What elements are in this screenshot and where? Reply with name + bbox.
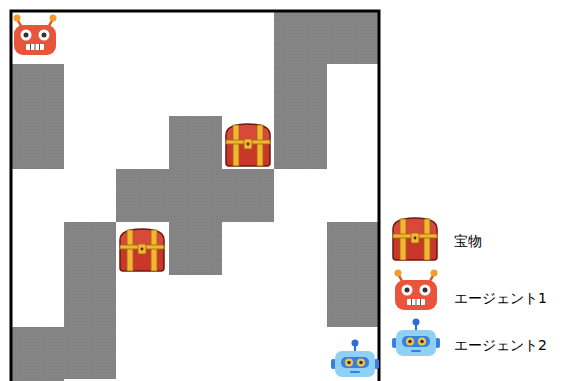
maze-ground — [11, 11, 379, 379]
wall — [327, 222, 379, 327]
wall — [274, 64, 327, 169]
legend-label: エージェント1 — [454, 290, 547, 307]
legend-label: 宝物 — [454, 233, 482, 250]
legend-agent1-icon — [395, 270, 438, 311]
agent2-icon — [331, 340, 379, 378]
treasure-icon — [120, 229, 164, 271]
legend-label: エージェント2 — [454, 337, 547, 354]
wall — [274, 11, 379, 64]
wall — [116, 169, 274, 222]
legend-treasure-icon — [393, 218, 437, 260]
legend-agent2-icon — [392, 319, 440, 357]
maze-border — [11, 11, 379, 381]
wall — [11, 64, 64, 169]
wall — [64, 222, 116, 379]
agent1-icon — [14, 15, 57, 56]
treasure-icon — [226, 124, 270, 166]
wall — [11, 327, 64, 381]
